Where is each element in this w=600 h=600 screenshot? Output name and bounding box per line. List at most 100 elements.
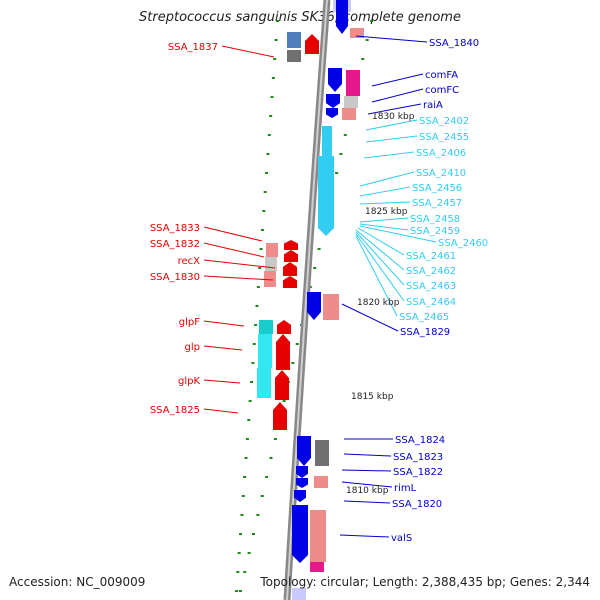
- gene-box: [322, 126, 332, 156]
- kbp-label: 1820 kbp: [357, 298, 400, 308]
- gene-label: SSA_2464: [406, 297, 456, 308]
- gene-label: glpK: [178, 376, 200, 387]
- leader-line: [359, 201, 411, 205]
- tick-right: [370, 20, 373, 22]
- gene-box: [315, 440, 329, 466]
- gene-arrow-down: [296, 466, 308, 478]
- tick-left: [236, 571, 240, 573]
- tick-right: [295, 343, 299, 345]
- gene-arrow-up: [284, 250, 298, 262]
- tick-left: [243, 476, 247, 478]
- gene-label: SSA_2463: [406, 281, 456, 292]
- leader-line: [203, 275, 274, 281]
- tick-right: [273, 438, 277, 440]
- tick-right: [291, 362, 295, 364]
- gene-label: SSA_1823: [393, 452, 443, 463]
- kbp-label: 1810 kbp: [346, 486, 389, 496]
- tick-left: [270, 96, 274, 98]
- gene-label: SSA_1829: [400, 327, 450, 338]
- gene-label: SSA_1833: [150, 223, 200, 234]
- tick-left: [266, 153, 270, 155]
- leader-line: [203, 259, 276, 269]
- gene-arrow-up: [283, 262, 297, 276]
- accession-text: Accession: NC_009009: [9, 575, 146, 589]
- kbp-label: 1830 kbp: [372, 112, 415, 122]
- tick-right: [361, 58, 365, 60]
- leader-line: [363, 151, 415, 159]
- leader-line: [343, 453, 392, 457]
- leader-line: [359, 223, 409, 231]
- gene-label: rimL: [394, 483, 417, 494]
- gene-label: SSA_2402: [419, 116, 469, 127]
- tick-left: [265, 172, 269, 174]
- leader-line: [203, 226, 263, 242]
- gene-box: [323, 294, 339, 320]
- gene-arrow-down: [296, 478, 308, 488]
- gene-arrow-down: [326, 108, 338, 118]
- gene-label: SSA_2465: [399, 312, 449, 323]
- gene-arrow-down: [294, 490, 306, 502]
- tick-left: [237, 552, 241, 554]
- gene-arrow-up: [305, 34, 319, 54]
- gene-box: [310, 562, 324, 572]
- gene-label: SSA_1830: [150, 272, 200, 283]
- gene-box: [346, 70, 360, 96]
- leader-line: [341, 303, 399, 332]
- gene-label: SSA_1820: [392, 499, 442, 510]
- gene-label: valS: [391, 533, 412, 544]
- gene-arrow-down: [318, 156, 334, 236]
- tick-right: [252, 533, 256, 535]
- gene-label: SSA_1840: [429, 38, 479, 49]
- leader-line: [371, 88, 424, 103]
- tick-left: [256, 286, 260, 288]
- gene-box: [342, 108, 356, 120]
- gene-label: SSA_2455: [419, 132, 469, 143]
- gene-arrow-down: [326, 94, 340, 108]
- tick-right: [335, 172, 339, 174]
- leader-line: [355, 231, 405, 286]
- tick-left: [254, 324, 258, 326]
- tick-right: [260, 495, 264, 497]
- tick-right: [317, 248, 321, 250]
- tick-left: [250, 381, 254, 383]
- gene-label: SSA_2456: [412, 183, 462, 194]
- leader-line: [341, 469, 392, 472]
- gene-box: [259, 320, 273, 334]
- gene-arrow-down: [307, 292, 321, 320]
- gene-label: SSA_1824: [395, 435, 445, 446]
- tick-left: [234, 590, 238, 592]
- leader-line: [203, 345, 243, 351]
- tick-right: [365, 39, 369, 41]
- tick-left: [269, 115, 273, 117]
- leader-line: [203, 408, 239, 414]
- gene-label: SSA_2462: [406, 266, 456, 277]
- gene-box: [266, 243, 278, 257]
- gene-label: comFA: [425, 70, 458, 81]
- leader-line: [203, 242, 265, 258]
- gene-arrow-up: [277, 320, 291, 334]
- map-title: Streptococcus sanguinis SK36, complete g…: [139, 10, 461, 25]
- leader-line: [203, 320, 245, 327]
- gene-label: recX: [178, 256, 201, 267]
- leader-line: [221, 45, 275, 58]
- tick-left: [239, 533, 243, 535]
- leader-line: [359, 186, 411, 197]
- gene-label: SSA_2460: [438, 238, 488, 249]
- tick-left: [241, 495, 245, 497]
- gene-box: [350, 28, 364, 38]
- tick-right: [313, 267, 317, 269]
- leader-line: [203, 379, 241, 384]
- gene-box: [314, 476, 328, 488]
- gene-label: glpF: [179, 317, 200, 328]
- tick-left: [263, 191, 267, 193]
- tick-left: [274, 39, 278, 41]
- leader-line: [355, 235, 398, 317]
- gene-label: SSA_1837: [168, 42, 218, 53]
- leader-line: [355, 229, 405, 271]
- tick-left: [258, 267, 262, 269]
- leader-line: [341, 481, 393, 488]
- tick-left: [271, 77, 275, 79]
- gene-label: raiA: [423, 100, 443, 111]
- gene-label: SSA_2461: [406, 251, 456, 262]
